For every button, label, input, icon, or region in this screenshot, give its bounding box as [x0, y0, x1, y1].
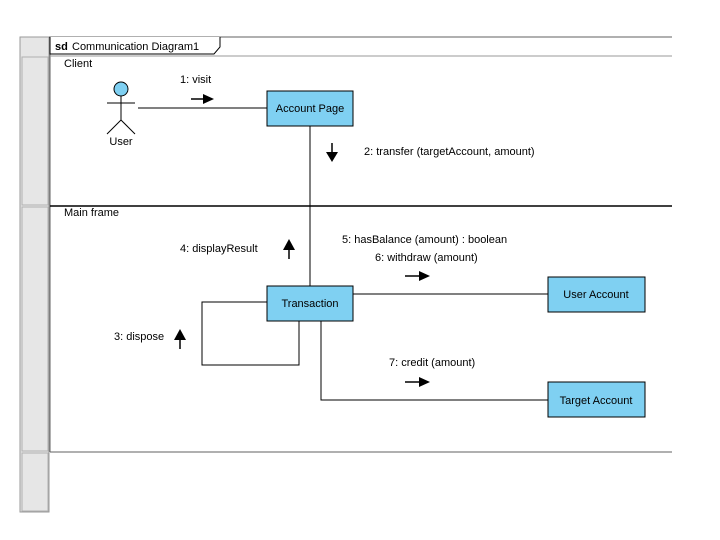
message-2-label: 2: transfer (targetAccount, amount): [364, 146, 535, 158]
lifeline-user-account-label: User Account: [563, 289, 628, 301]
actor-right-leg: [120, 119, 136, 135]
message-5-label: 5: hasBalance (amount) : boolean: [342, 234, 507, 246]
frame-title-tab: [49, 37, 221, 55]
lifeline-target-account[interactable]: Target Account: [547, 381, 646, 418]
message-7-arrow-icon: [405, 377, 430, 387]
message-2-arrow-icon: [326, 143, 338, 162]
partition-label-client: Client: [64, 58, 92, 70]
link-transaction-self: [201, 301, 300, 366]
message-6-arrow-icon: [405, 271, 430, 281]
gutter-cell-main-frame: [21, 206, 49, 452]
gutter-cell-client: [21, 56, 49, 206]
link-transaction-targetaccount: [320, 320, 548, 401]
partition-label-main-frame: Main frame: [64, 207, 119, 219]
message-1-arrow-icon: [191, 94, 214, 104]
actor-left-leg: [106, 119, 122, 135]
actor-user[interactable]: User: [106, 81, 136, 148]
actor-head: [113, 81, 129, 97]
message-6-label: 6: withdraw (amount): [375, 252, 478, 264]
gutter-cell-bottom: [21, 452, 49, 512]
message-3-arrow-icon: [174, 329, 186, 349]
actor-label: User: [109, 136, 133, 148]
message-4-label: 4: displayResult: [180, 243, 258, 255]
message-1-label: 1: visit: [180, 74, 211, 86]
lifeline-target-account-label: Target Account: [560, 395, 633, 407]
frame-title: Communication Diagram1: [72, 41, 199, 53]
lifeline-account-page-label: Account Page: [276, 103, 345, 115]
lifeline-transaction-label: Transaction: [281, 298, 338, 310]
message-3-label: 3: dispose: [114, 331, 164, 343]
lifeline-user-account[interactable]: User Account: [547, 276, 646, 313]
lifeline-account-page[interactable]: Account Page: [266, 90, 354, 127]
frame-keyword: sd: [55, 41, 68, 53]
message-4-arrow-icon: [283, 239, 295, 259]
lifeline-transaction[interactable]: Transaction: [266, 285, 354, 322]
message-7-label: 7: credit (amount): [389, 357, 475, 369]
